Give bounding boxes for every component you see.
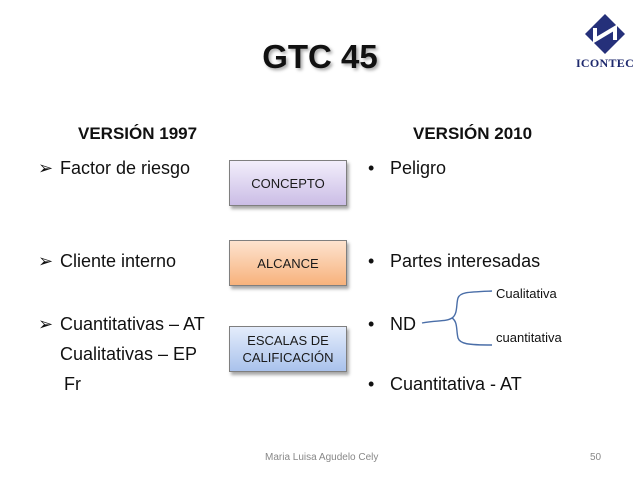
- curly-brace-icon: [421, 290, 493, 346]
- item-text: Partes interesadas: [390, 251, 541, 271]
- arrow-bullet-icon: ➢: [38, 158, 54, 178]
- left-item-cuantitativas: ➢ Cuantitativas – AT: [38, 314, 205, 335]
- slide-title: GTC 45: [262, 38, 378, 75]
- arrow-bullet-icon: ➢: [38, 251, 54, 271]
- left-column-heading: VERSIÓN 1997: [78, 124, 198, 143]
- dot-bullet-icon: •: [368, 158, 375, 178]
- icontec-logo-icon: [585, 14, 625, 54]
- item-text: Peligro: [390, 158, 447, 178]
- concepto-box: CONCEPTO: [229, 160, 347, 206]
- right-column-heading: VERSIÓN 2010: [413, 124, 533, 143]
- item-text: Cliente interno: [60, 251, 177, 271]
- right-item-partes-interesadas: • Partes interesadas: [368, 251, 540, 272]
- alcance-box: ALCANCE: [229, 240, 347, 286]
- item-text: ND: [390, 314, 416, 334]
- box-line-1: ESCALAS DE: [247, 333, 329, 348]
- dot-bullet-icon: •: [368, 251, 375, 271]
- arrow-bullet-icon: ➢: [38, 314, 54, 334]
- dot-bullet-icon: •: [368, 314, 375, 334]
- nd-branch-cuantitativa: cuantitativa: [496, 330, 562, 345]
- nd-branch-cualitativa: Cualitativa: [496, 286, 557, 301]
- item-text: Cuantitativas – AT: [60, 314, 205, 334]
- footer-author: Maria Luisa Agudelo Cely: [265, 452, 379, 463]
- box-line-2: CALIFICACIÓN: [242, 350, 334, 365]
- right-item-peligro: • Peligro: [368, 158, 446, 179]
- left-item-fr: Fr: [64, 374, 81, 394]
- right-item-nd: • ND: [368, 314, 416, 335]
- right-item-cuantitativa-at: • Cuantitativa - AT: [368, 374, 522, 395]
- left-item-cualitativas: Cualitativas – EP: [60, 344, 198, 364]
- left-item-cliente-interno: ➢ Cliente interno: [38, 251, 176, 272]
- dot-bullet-icon: •: [368, 374, 375, 394]
- left-item-factor-de-riesgo: ➢ Factor de riesgo: [38, 158, 190, 179]
- logo-text: ICONTEC: [575, 56, 635, 70]
- escalas-de-calificacion-box: ESCALAS DE CALIFICACIÓN: [229, 326, 347, 372]
- item-text: Factor de riesgo: [60, 158, 191, 178]
- footer-page-number: 50: [590, 452, 602, 463]
- item-text: Cuantitativa - AT: [390, 374, 522, 394]
